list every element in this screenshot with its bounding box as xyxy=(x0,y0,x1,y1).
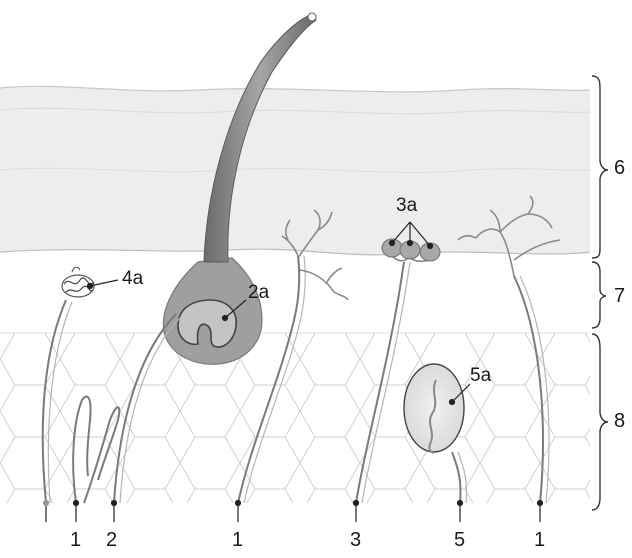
label-meissner-corpuscle: 4a xyxy=(122,269,143,288)
meissner-corpuscle xyxy=(62,267,94,297)
layer-brackets xyxy=(592,76,608,510)
label-fiber-1-left: 1 xyxy=(70,530,81,550)
bracket-epidermis xyxy=(592,76,608,258)
label-fiber-1-center: 1 xyxy=(232,530,243,550)
label-fiber-1-right: 1 xyxy=(534,530,545,550)
label-hair-follicle-receptor: 2a xyxy=(248,283,269,302)
label-fiber-3: 3 xyxy=(350,530,361,550)
label-pacinian-corpuscle: 5a xyxy=(470,366,491,385)
bracket-papillary xyxy=(592,262,606,328)
label-layer-reticular: 8 xyxy=(614,411,625,431)
label-fiber-5: 5 xyxy=(454,530,465,550)
hair-tip xyxy=(308,13,316,21)
bracket-reticular xyxy=(592,334,608,510)
pacinian-corpuscle xyxy=(404,364,464,453)
label-layer-epidermis: 6 xyxy=(614,158,625,178)
dermis-hex-texture xyxy=(0,333,590,503)
label-layer-papillary: 7 xyxy=(614,286,625,306)
label-merkel-disc: 3a xyxy=(396,196,417,215)
fiber-end-markers xyxy=(44,501,543,523)
label-fiber-2: 2 xyxy=(106,530,117,550)
